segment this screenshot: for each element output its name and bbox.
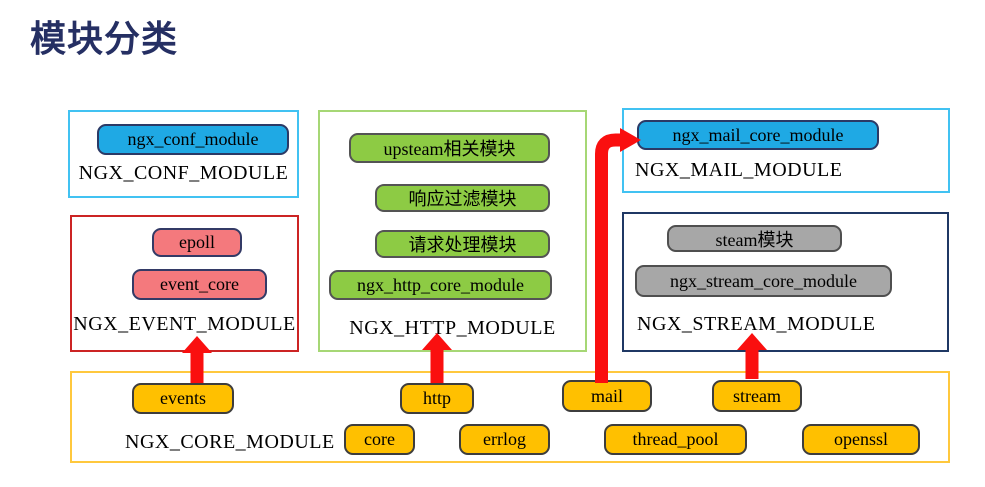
group-label-stream-module: NGX_STREAM_MODULE bbox=[637, 313, 876, 335]
group-label-http-module: NGX_HTTP_MODULE bbox=[349, 317, 556, 339]
group-label-conf-module: NGX_CONF_MODULE bbox=[78, 162, 289, 184]
module-chip-response-filter: 响应过滤模块 bbox=[375, 184, 550, 212]
module-chip-errlog: errlog bbox=[459, 424, 550, 455]
module-chip-upstream: upsteam相关模块 bbox=[349, 133, 550, 163]
module-chip-ngx-http-core-module: ngx_http_core_module bbox=[329, 270, 552, 300]
module-chip-thread-pool: thread_pool bbox=[604, 424, 747, 455]
module-chip-http: http bbox=[400, 383, 474, 414]
group-box-core-module: events http mail stream core errlog thre… bbox=[70, 371, 950, 463]
module-chip-epoll: epoll bbox=[152, 228, 242, 257]
module-chip-event-core: event_core bbox=[132, 269, 267, 300]
group-box-mail-module: ngx_mail_core_module NGX_MAIL_MODULE bbox=[622, 108, 950, 193]
group-label-core-module: NGX_CORE_MODULE bbox=[125, 431, 335, 453]
group-label-event-module: NGX_EVENT_MODULE bbox=[73, 313, 296, 335]
group-box-http-module: upsteam相关模块 响应过滤模块 请求处理模块 ngx_http_core_… bbox=[318, 110, 587, 352]
module-chip-steam: steam模块 bbox=[667, 225, 842, 252]
module-chip-openssl: openssl bbox=[802, 424, 920, 455]
group-box-event-module: epoll event_core NGX_EVENT_MODULE bbox=[70, 215, 299, 352]
module-chip-core: core bbox=[344, 424, 415, 455]
module-chip-request-handler: 请求处理模块 bbox=[375, 230, 550, 258]
page-title: 模块分类 bbox=[30, 18, 179, 59]
module-chip-events: events bbox=[132, 383, 234, 414]
arrow-elbow-mail-icon bbox=[595, 133, 622, 383]
module-chip-ngx-stream-core-module: ngx_stream_core_module bbox=[635, 265, 892, 297]
group-label-mail-module: NGX_MAIL_MODULE bbox=[635, 159, 843, 181]
group-box-stream-module: steam模块 ngx_stream_core_module NGX_STREA… bbox=[622, 212, 949, 352]
module-chip-stream: stream bbox=[712, 380, 802, 412]
module-chip-mail: mail bbox=[562, 380, 652, 412]
module-chip-ngx-mail-core-module: ngx_mail_core_module bbox=[637, 120, 879, 150]
group-box-conf-module: ngx_conf_module NGX_CONF_MODULE bbox=[68, 110, 299, 198]
module-chip-ngx-conf-module: ngx_conf_module bbox=[97, 124, 289, 155]
